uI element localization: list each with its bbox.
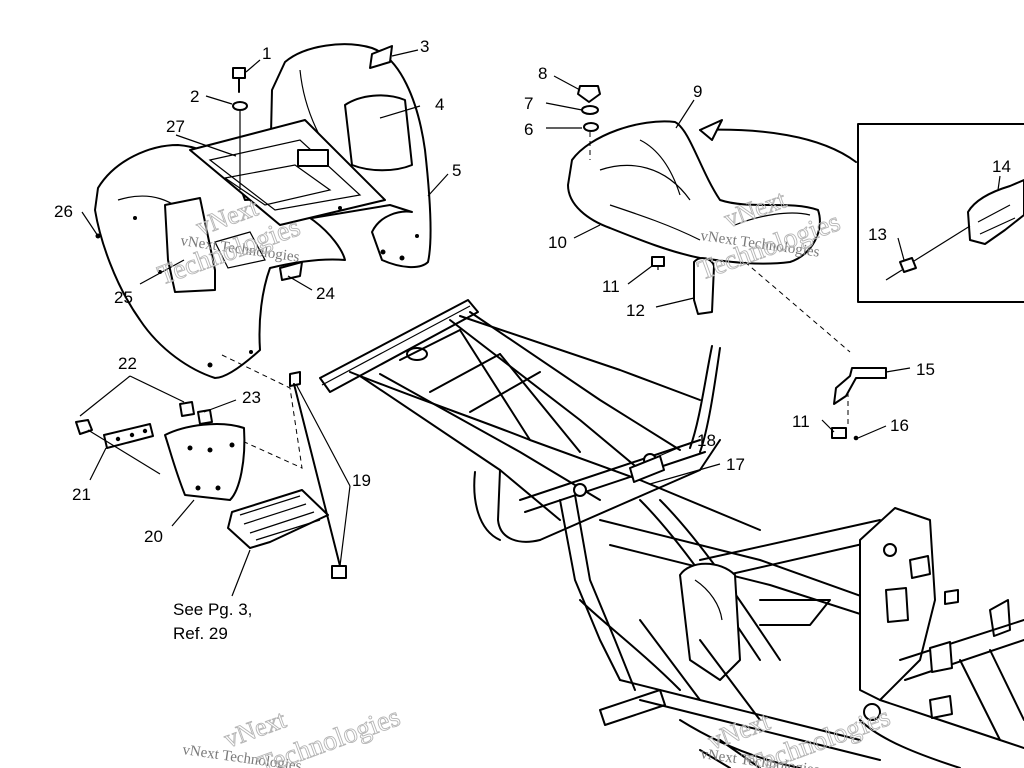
- callout-1: 1: [262, 44, 271, 63]
- callout-4: 4: [435, 95, 444, 114]
- callout-15: 15: [916, 360, 935, 379]
- callout-3: 3: [420, 37, 429, 56]
- mud-flap-assembly: [75, 354, 347, 579]
- bolt-and-washer: [232, 67, 248, 190]
- callout-17: 17: [726, 455, 745, 474]
- callout-18: 18: [697, 431, 716, 450]
- callout-25: 25: [114, 288, 133, 307]
- see-page-note-line1: See Pg. 3,: [173, 600, 253, 619]
- callout-16: 16: [890, 416, 909, 435]
- callout-13: 13: [868, 225, 887, 244]
- seat-assembly: [567, 85, 821, 315]
- callout-23: 23: [242, 388, 261, 407]
- callout-10: 10: [548, 233, 567, 252]
- seat-latch-inset: [699, 119, 1024, 303]
- callout-11-bracket: 11: [792, 412, 810, 431]
- callout-27: 27: [166, 117, 185, 136]
- rear-fender: [94, 43, 432, 379]
- callout-6: 6: [524, 120, 533, 139]
- callout-12: 12: [626, 301, 645, 320]
- callout-20: 20: [144, 527, 163, 546]
- callout-11-seat: 11: [602, 277, 620, 296]
- callout-22: 22: [118, 354, 137, 373]
- callout-numbers: 1 2 3 4 5 6 7 8 9 10 11 11 12 13 14 15 1…: [54, 37, 1011, 546]
- callout-19: 19: [352, 471, 371, 490]
- callout-24: 24: [316, 284, 335, 303]
- frame: [319, 299, 1024, 768]
- seat-bracket: [744, 261, 887, 441]
- callout-7: 7: [524, 94, 533, 113]
- callout-2: 2: [190, 87, 199, 106]
- callout-14: 14: [992, 157, 1011, 176]
- callout-26: 26: [54, 202, 73, 221]
- callout-9: 9: [693, 82, 702, 101]
- see-page-note-line2: Ref. 29: [173, 624, 228, 643]
- leader-lines: [79, 49, 1001, 597]
- callout-21: 21: [72, 485, 91, 504]
- callout-8: 8: [538, 64, 547, 83]
- callout-5: 5: [452, 161, 461, 180]
